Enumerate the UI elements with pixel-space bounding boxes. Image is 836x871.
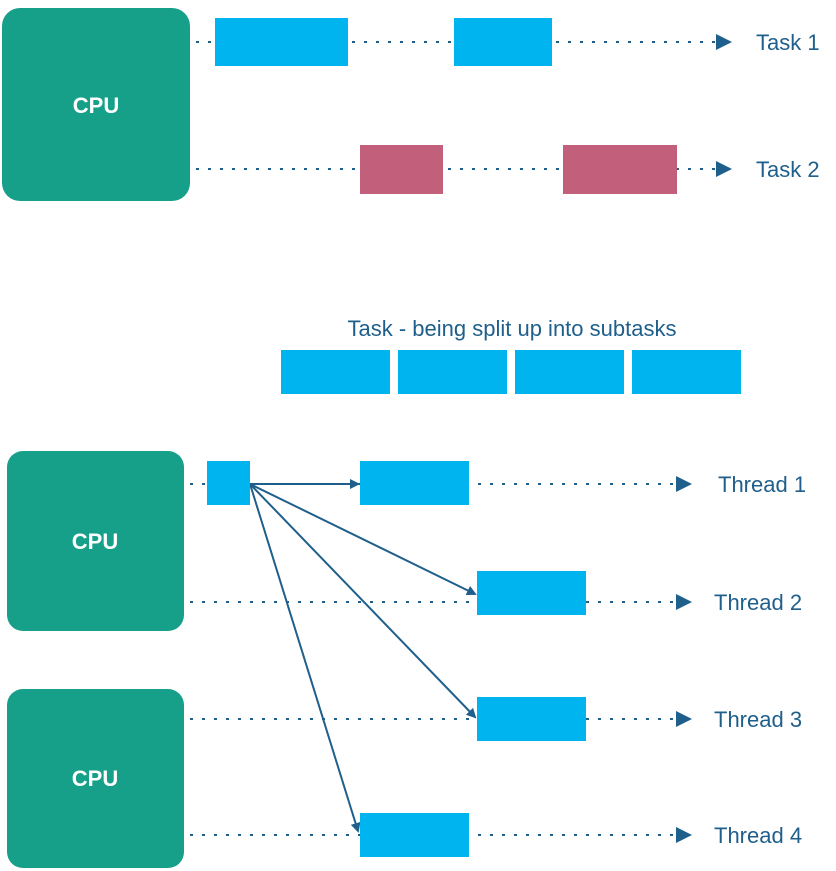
dispatch-arrow-thread3 bbox=[249, 483, 477, 719]
source-subtask-block bbox=[207, 461, 250, 505]
subtask-block-3 bbox=[515, 350, 624, 394]
task1-arrow-icon bbox=[716, 34, 732, 50]
thread2-block bbox=[477, 571, 586, 615]
thread2-label: Thread 2 bbox=[714, 590, 802, 615]
thread4-arrow-icon bbox=[676, 827, 692, 843]
cpu-box-2 bbox=[7, 689, 184, 868]
thread2-arrow-icon bbox=[676, 594, 692, 610]
cpu-label-top: CPU bbox=[73, 93, 119, 118]
cpu-box-top bbox=[2, 8, 190, 201]
task2-arrow-icon bbox=[716, 161, 732, 177]
cpu-label-2: CPU bbox=[72, 766, 118, 791]
task1-block-1 bbox=[215, 18, 348, 66]
dispatch-arrow-thread2 bbox=[249, 483, 477, 595]
subtask-block-4 bbox=[632, 350, 741, 394]
task2-label: Task 2 bbox=[756, 157, 820, 182]
thread1-label: Thread 1 bbox=[718, 472, 806, 497]
thread3-arrow-icon bbox=[676, 711, 692, 727]
thread4-block bbox=[360, 813, 469, 857]
dispatch-arrow-thread4 bbox=[249, 483, 361, 833]
subtask-strip bbox=[281, 350, 741, 394]
thread1-arrow-icon bbox=[676, 476, 692, 492]
task2-block-2 bbox=[563, 145, 677, 194]
thread1-block bbox=[360, 461, 469, 505]
split-title: Task - being split up into subtasks bbox=[348, 316, 677, 341]
cpu-box-1 bbox=[7, 451, 184, 631]
task2-block-1 bbox=[360, 145, 443, 194]
cpu-label-1: CPU bbox=[72, 529, 118, 554]
bottom-section: Task - being split up into subtasks CPU … bbox=[7, 316, 806, 868]
subtask-block-2 bbox=[398, 350, 507, 394]
task1-label: Task 1 bbox=[756, 30, 820, 55]
task1-block-2 bbox=[454, 18, 552, 66]
top-section: CPU Task 1 Task 2 bbox=[2, 8, 820, 201]
thread3-label: Thread 3 bbox=[714, 707, 802, 732]
thread4-label: Thread 4 bbox=[714, 823, 802, 848]
thread3-block bbox=[477, 697, 586, 741]
subtask-block-1 bbox=[281, 350, 390, 394]
